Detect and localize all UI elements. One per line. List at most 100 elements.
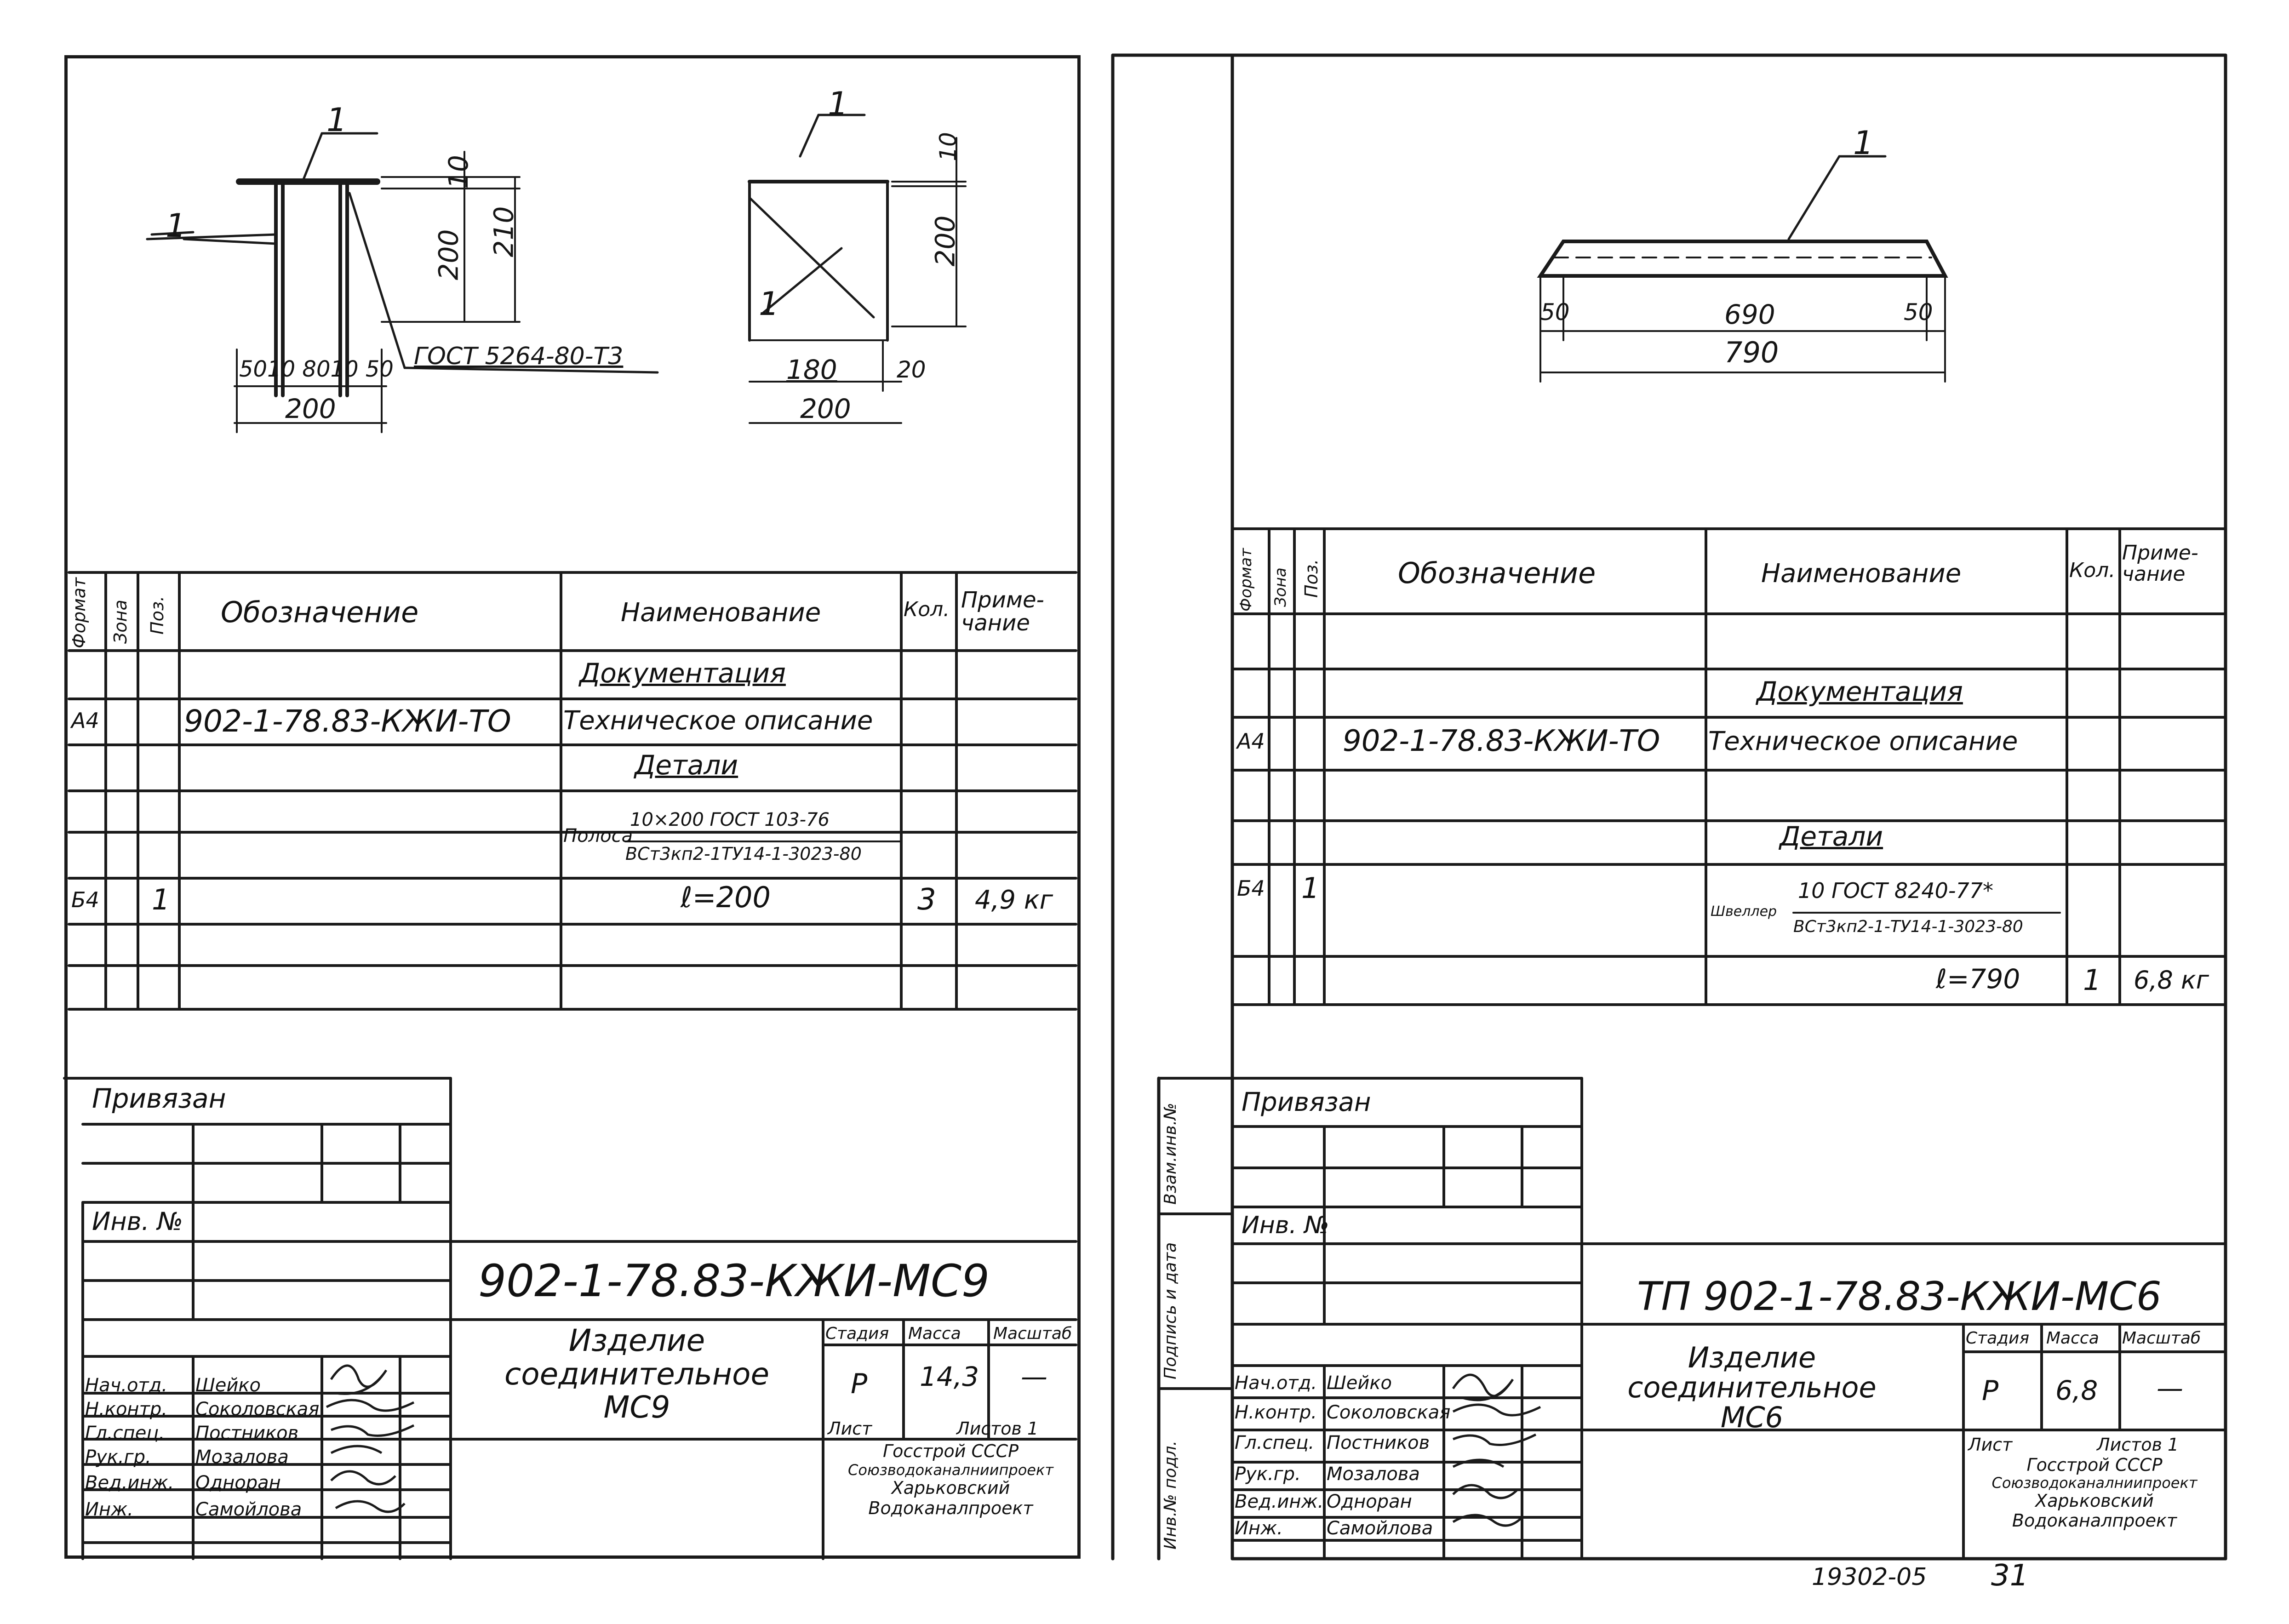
right-name-3: Постников <box>1327 1432 1430 1453</box>
right-side-label-3: Инв.№ подл. <box>1161 1441 1180 1550</box>
left-org: Госстрой СССР Союзводоканалниипроект Хар… <box>825 1441 1076 1519</box>
right-section-docs: Документация <box>1757 676 1963 707</box>
left-code: 902-1-78.83-КЖИ-МС9 <box>478 1255 990 1307</box>
right-names: Шейко Соколовская Постников Мозалова Одн… <box>1327 1372 1450 1543</box>
right-roles: Нач.отд. Н.контр. Гл.спец. Рук.гр. Вед.и… <box>1235 1372 1323 1543</box>
right-h-zone: Зона <box>1271 567 1290 607</box>
left-doc-format: А4 <box>71 708 99 733</box>
left-h-name: Наименование <box>621 598 821 628</box>
right-name-6: Самойлова <box>1327 1518 1433 1539</box>
left-role-3: Гл.спец. <box>85 1423 165 1444</box>
right-scale-h: Масштаб <box>2122 1329 2201 1348</box>
left-stage: Р <box>851 1368 868 1400</box>
left-part-pos: 1 <box>152 883 170 916</box>
left-name-4: Мозалова <box>195 1447 289 1468</box>
left-doc-designation: 902-1-78.83-КЖИ-ТО <box>184 703 511 739</box>
left-role-4: Рук.гр. <box>85 1447 151 1468</box>
right-org: Госстрой СССР Союзводоканалниипроект Хар… <box>1966 1455 2223 1530</box>
left-part-qty: 3 <box>917 883 936 917</box>
right-part-note: 6,8 кг <box>2134 966 2209 995</box>
left-sheet <box>64 55 1081 1559</box>
right-side-label-2: Подпись и дата <box>1161 1242 1180 1379</box>
left-role-1: Нач.отд. <box>85 1375 168 1396</box>
right-d-pos: 1 <box>1853 124 1874 162</box>
right-code: ТП 902-1-78.83-КЖИ-МС6 <box>1637 1274 2162 1320</box>
right-title-line1: Изделие <box>1688 1341 1816 1374</box>
left-h-note: Приме-чание <box>961 587 1044 636</box>
right-d-dim-total: 790 <box>1724 336 1779 369</box>
left-title-line1: Изделие <box>568 1323 705 1358</box>
left-part-format: Б4 <box>71 887 99 912</box>
left-h-qty: Кол. <box>904 598 950 621</box>
left-h-format: Формат <box>69 577 89 648</box>
left-title-line3: МС9 <box>603 1390 670 1425</box>
right-role-6: Инж. <box>1235 1518 1283 1539</box>
right-name-2: Соколовская <box>1327 1402 1451 1423</box>
left-d1-gost: ГОСТ 5264-80-Т3 <box>414 343 624 370</box>
right-org-2: Союзводоканалниипроект <box>1991 1474 2197 1492</box>
left-name-2: Соколовская <box>195 1399 320 1420</box>
left-d1-dim200: 200 <box>433 229 464 280</box>
left-role-2: Н.контр. <box>85 1399 167 1420</box>
left-d2-dim10: 10 <box>934 132 961 161</box>
page-number: 31 <box>1991 1559 2029 1593</box>
right-mass-h: Масса <box>2046 1329 2099 1348</box>
left-d1-dim-total: 200 <box>285 393 336 424</box>
left-d1-dims-bottom: 5010 8010 50 <box>239 356 394 382</box>
right-part-name: ℓ=790 <box>1936 963 2020 995</box>
right-doc-name: Техническое описание <box>1708 726 2018 756</box>
left-title: Изделие соединительное МС9 <box>455 1324 818 1424</box>
right-stage-h: Стадия <box>1966 1329 2030 1348</box>
left-org-3: Харьковский <box>891 1478 1010 1498</box>
left-title-line2: соединительное <box>504 1356 770 1392</box>
left-org-1: Госстрой СССР <box>882 1441 1019 1461</box>
right-d-dim50b: 50 <box>1904 299 1933 326</box>
footer-number: 19302-05 <box>1812 1563 1927 1591</box>
right-doc-designation: 902-1-78.83-КЖИ-ТО <box>1343 724 1660 758</box>
dim-10a: 10 <box>267 356 296 382</box>
right-org-3: Харьковский <box>2035 1491 2154 1511</box>
dim-80: 80 <box>302 356 331 382</box>
dim-50a: 50 <box>239 356 268 382</box>
right-name-1: Шейко <box>1327 1372 1392 1394</box>
right-role-5: Вед.инж. <box>1235 1491 1324 1512</box>
right-role-4: Рук.гр. <box>1235 1464 1301 1485</box>
left-part-name: ℓ=200 <box>681 881 771 914</box>
right-h-name: Наименование <box>1761 559 1962 589</box>
left-d1-pos2: 1 <box>166 207 186 245</box>
left-sheet-h: Лист <box>828 1418 872 1439</box>
right-doc-format: А4 <box>1237 729 1265 754</box>
right-section-parts: Детали <box>1780 821 1883 852</box>
left-d2-dim-total: 200 <box>800 393 851 424</box>
left-scale: — <box>1021 1361 1047 1392</box>
left-d2-dim200: 200 <box>929 215 961 267</box>
right-title: Изделие соединительное МС6 <box>1586 1343 1917 1432</box>
left-d2-pos2: 1 <box>759 285 779 323</box>
dim-50b: 50 <box>365 356 394 382</box>
right-part-bottom: ВСт3кп2-1-ТУ14-1-3023-80 <box>1793 917 2023 936</box>
left-h-zone: Зона <box>110 600 131 644</box>
right-d-dim50a: 50 <box>1540 299 1570 326</box>
right-part-pos: 1 <box>1301 871 1320 905</box>
right-title-line3: МС6 <box>1720 1401 1784 1435</box>
right-h-note: Приме-чание <box>2122 541 2198 586</box>
left-roles: Нач.отд. Н.контр. Гл.спец. Рук.гр. Вед.и… <box>85 1375 174 1525</box>
left-inv: Инв. № <box>92 1207 183 1236</box>
left-part-prefix: Полоса <box>563 825 633 846</box>
right-name-4: Мозалова <box>1327 1464 1420 1485</box>
left-section-docs: Документация <box>579 658 786 689</box>
right-stage: Р <box>1982 1375 1999 1407</box>
right-h-designation: Обозначение <box>1398 556 1596 590</box>
left-names: Шейко Соколовская Постников Мозалова Одн… <box>195 1375 319 1525</box>
right-role-3: Гл.спец. <box>1235 1432 1315 1453</box>
right-part-qty: 1 <box>2083 963 2101 997</box>
right-role-1: Нач.отд. <box>1235 1372 1317 1394</box>
right-part-top: 10 ГОСТ 8240-77* <box>1798 878 1994 903</box>
right-mass: 6,8 <box>2055 1375 2098 1406</box>
right-sheet-h: Лист <box>1968 1435 2013 1455</box>
right-org-1: Госстрой СССР <box>2026 1455 2163 1475</box>
left-name-6: Самойлова <box>195 1499 302 1520</box>
left-d2-dim20: 20 <box>897 356 926 383</box>
left-org-2: Союзводоканалниипроект <box>848 1461 1053 1479</box>
